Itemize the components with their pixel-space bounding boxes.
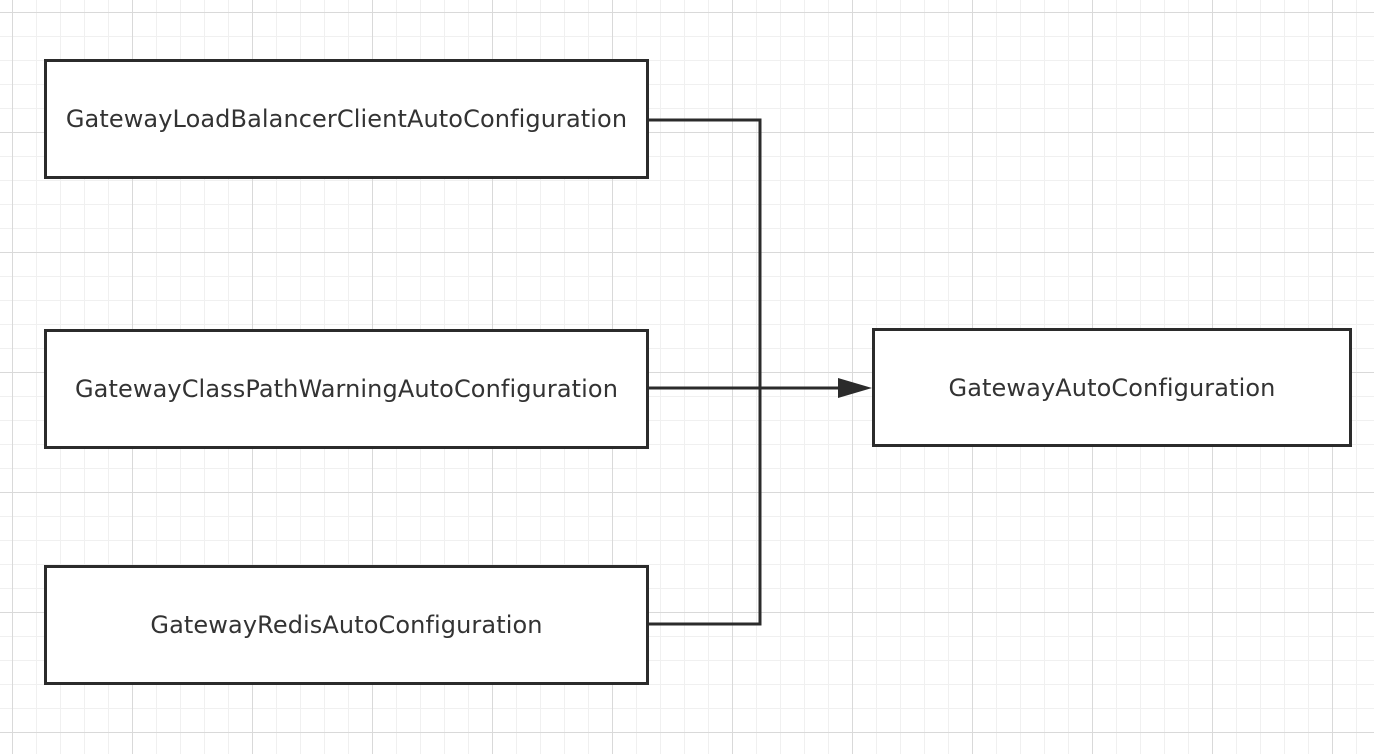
node-label: GatewayAutoConfiguration xyxy=(948,373,1276,402)
arrowhead-icon xyxy=(838,378,872,398)
connector-redis-to-gateway xyxy=(649,388,762,626)
node-gateway-load-balancer-client-auto-configuration[interactable]: GatewayLoadBalancerClientAutoConfigurati… xyxy=(44,59,649,179)
node-gateway-class-path-warning-auto-configuration[interactable]: GatewayClassPathWarningAutoConfiguration xyxy=(44,329,649,449)
node-label: GatewayClassPathWarningAutoConfiguration xyxy=(74,375,619,403)
connector-loadbalancer-to-gateway xyxy=(649,118,762,388)
node-label: GatewayRedisAutoConfiguration xyxy=(150,611,543,639)
node-label: GatewayLoadBalancerClientAutoConfigurati… xyxy=(65,105,628,133)
node-gateway-auto-configuration[interactable]: GatewayAutoConfiguration xyxy=(872,328,1352,447)
node-gateway-redis-auto-configuration[interactable]: GatewayRedisAutoConfiguration xyxy=(44,565,649,685)
